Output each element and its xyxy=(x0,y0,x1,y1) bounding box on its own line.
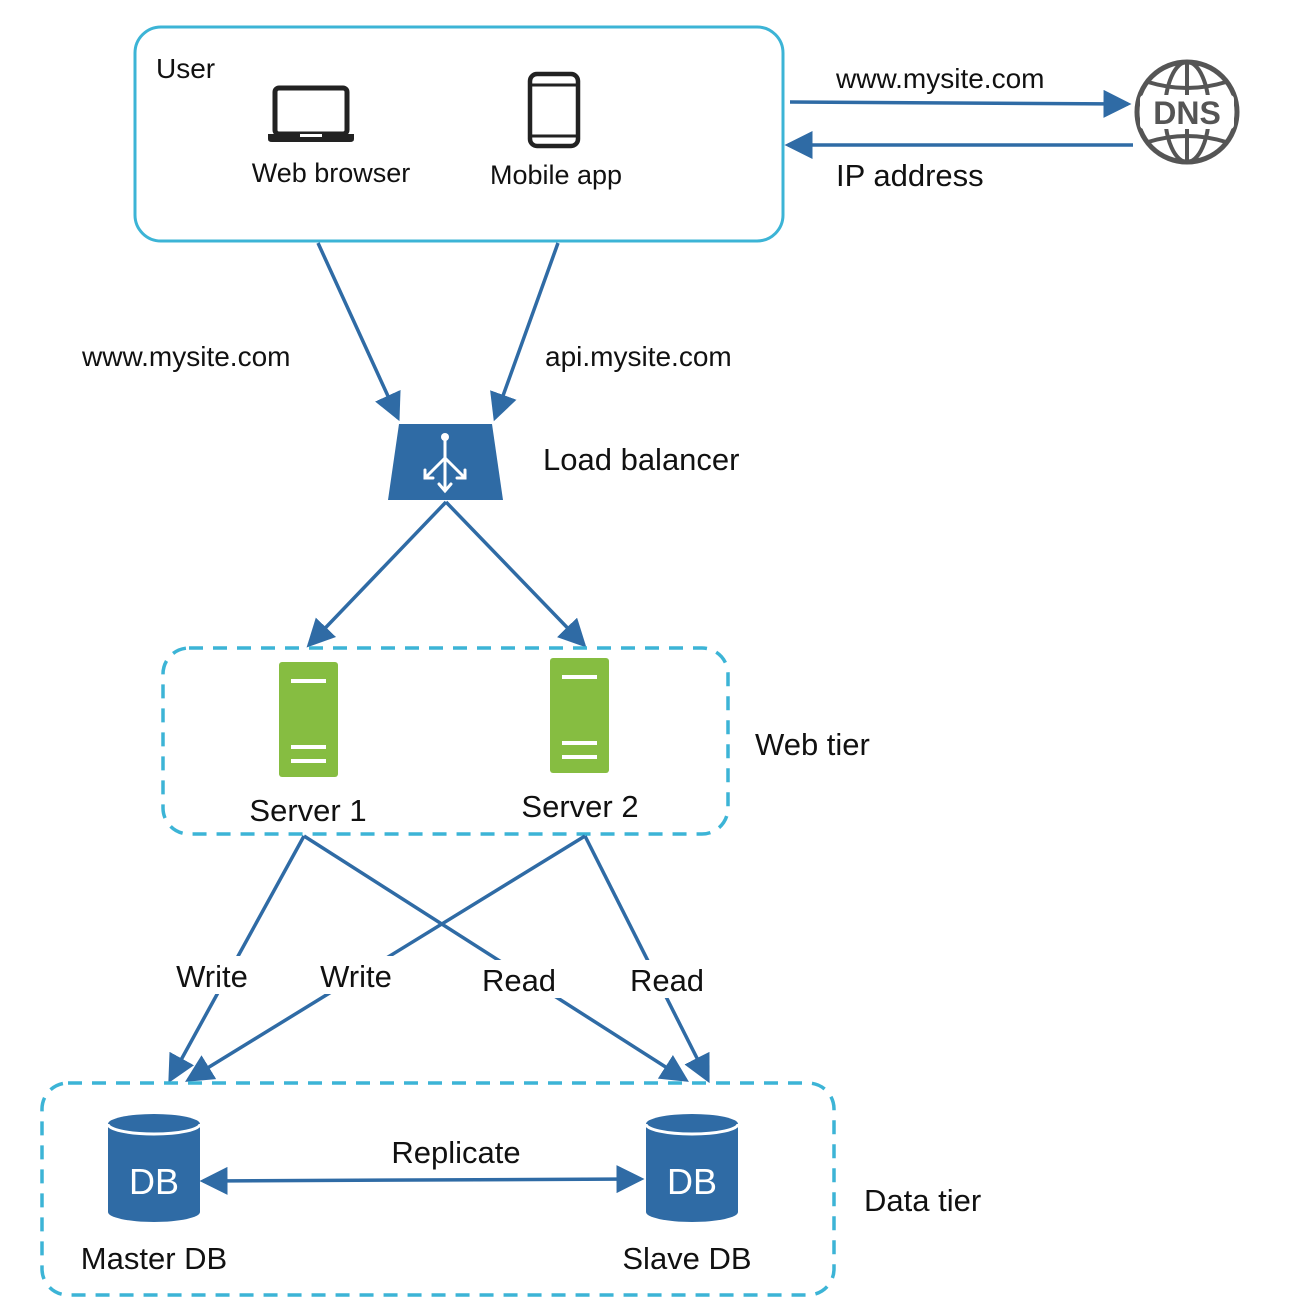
server-2-icon xyxy=(550,658,609,773)
mobile-app-label: Mobile app xyxy=(490,160,622,190)
laptop-icon xyxy=(268,85,354,142)
web-browser-label: Web browser xyxy=(252,158,411,188)
master-db-label: Master DB xyxy=(81,1241,227,1276)
server2-write-label: Write xyxy=(320,959,392,994)
dns-label: DNS xyxy=(1153,95,1221,131)
dns-response-label: IP address xyxy=(836,158,984,193)
server-1-icon xyxy=(279,662,338,777)
slave-db-icon xyxy=(644,1114,740,1222)
master-db-icon xyxy=(106,1114,202,1222)
dns-request-label: www.mysite.com xyxy=(835,63,1044,94)
server2-read-label: Read xyxy=(630,963,704,998)
load-balancer-icon xyxy=(388,424,503,500)
data-tier-label: Data tier xyxy=(864,1183,981,1218)
web-tier-frame xyxy=(161,646,730,836)
web-traffic-arrow xyxy=(316,242,401,422)
replicate-label: Replicate xyxy=(391,1135,520,1170)
server1-read-label: Read xyxy=(482,963,556,998)
lb-to-server2-arrow xyxy=(444,500,587,648)
user-box-frame xyxy=(133,25,785,243)
web-tier-label: Web tier xyxy=(755,727,870,762)
slave-db-icon-text: DB xyxy=(667,1161,717,1202)
load-balancer-label: Load balancer xyxy=(543,442,740,477)
server2-read-arrow xyxy=(583,835,710,1084)
mobile-phone-icon xyxy=(527,71,581,149)
server-1-label: Server 1 xyxy=(249,793,366,828)
api-traffic-arrow xyxy=(490,242,560,422)
user-box: User Web browser Mobile app xyxy=(133,25,785,243)
api-domain-label: api.mysite.com xyxy=(545,341,732,372)
replicate-arrow xyxy=(199,1165,645,1195)
master-db-icon-text: DB xyxy=(129,1161,179,1202)
server-2-label: Server 2 xyxy=(521,789,638,824)
dns-request-arrow xyxy=(789,89,1132,118)
slave-db-label: Slave DB xyxy=(622,1241,751,1276)
data-tier-frame xyxy=(40,1081,836,1297)
server1-read-arrow xyxy=(303,834,689,1082)
web-domain-label: www.mysite.com xyxy=(81,341,290,372)
server1-write-label: Write xyxy=(176,959,248,994)
user-title: User xyxy=(156,53,215,84)
lb-to-server1-arrow xyxy=(306,500,448,648)
globe-icon xyxy=(1134,59,1240,165)
